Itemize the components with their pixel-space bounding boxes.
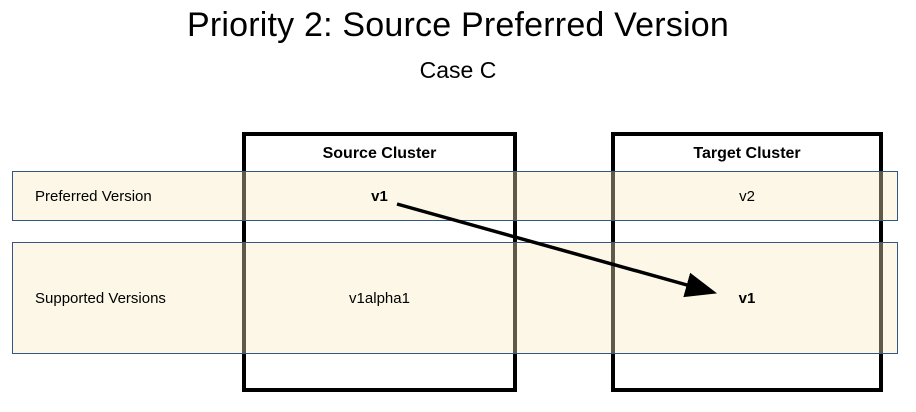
source-cluster-header: Source Cluster (322, 145, 437, 162)
cell-target-preferred: v2 (739, 187, 755, 205)
page-title: Priority 2: Source Preferred Version (187, 6, 729, 44)
cell-target-supported: v1 (738, 289, 756, 307)
target-cluster-header: Target Cluster (693, 145, 801, 162)
cell-source-supported: v1alpha1 (349, 289, 410, 307)
cell-source-preferred: v1 (371, 187, 388, 205)
preferred-version-label: Preferred Version (35, 187, 152, 205)
page-subtitle: Case C (419, 57, 497, 83)
supported-versions-label: Supported Versions (35, 289, 166, 307)
